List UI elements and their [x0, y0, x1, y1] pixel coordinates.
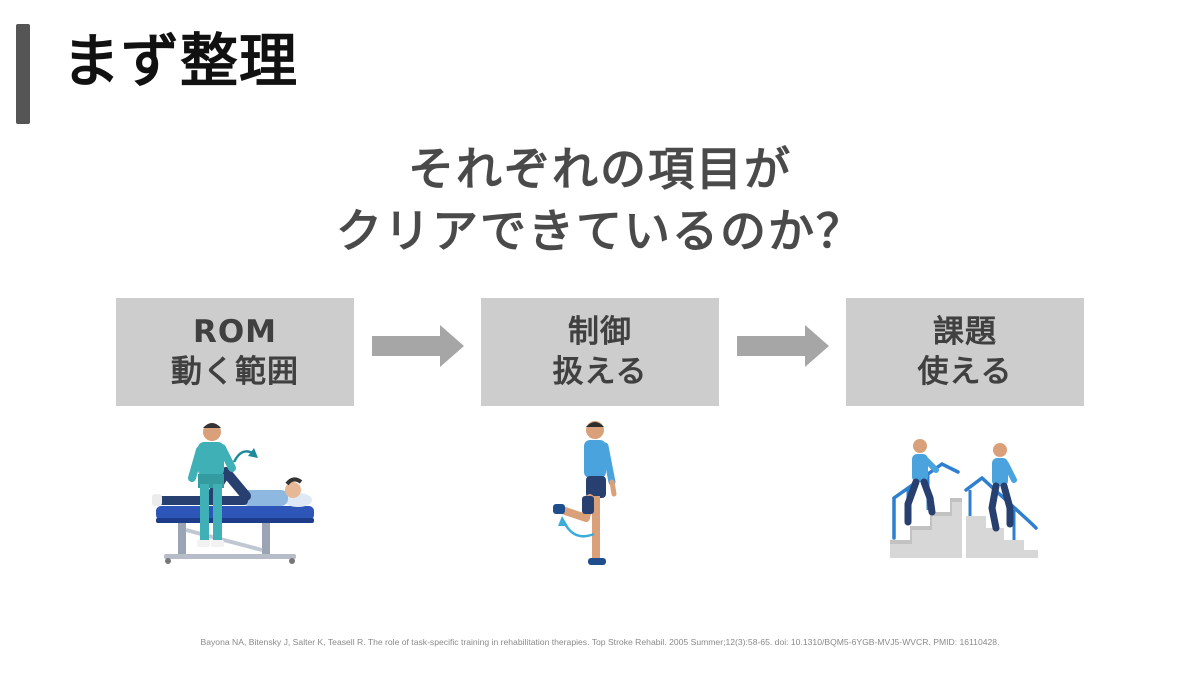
step-control-description: 扱える [552, 354, 648, 390]
title-accent-bar [16, 24, 30, 124]
standing-knee-flexion-exercise-illustration [553, 421, 617, 565]
step-rom-label: ROM [192, 314, 278, 350]
question-line-1: それぞれの項目が [408, 142, 792, 196]
step-control-label: 制御 [568, 314, 632, 350]
reference-citation: Bayona NA, Bitensky J, Salter K, Teasell… [200, 637, 1000, 647]
step-box-control: 制御 扱える [481, 298, 719, 406]
step-box-task: 課題 使える [846, 298, 1084, 406]
question-line-2: クリアできているのか？ [336, 204, 864, 258]
step-task-label: 課題 [933, 314, 997, 350]
right-arrow-icon [372, 325, 464, 367]
slide-title: まず整理 [62, 27, 299, 95]
step-rom-description: 動く範囲 [171, 354, 299, 390]
man-climbing-stairs-with-handrail-illustration [890, 439, 1038, 558]
right-arrow-icon [737, 325, 829, 367]
therapist-stretching-patient-leg-illustration [152, 423, 314, 564]
central-question: それぞれの項目が クリアできているのか？ [0, 138, 1200, 262]
step-task-description: 使える [917, 354, 1013, 390]
step-box-rom: ROM 動く範囲 [116, 298, 354, 406]
